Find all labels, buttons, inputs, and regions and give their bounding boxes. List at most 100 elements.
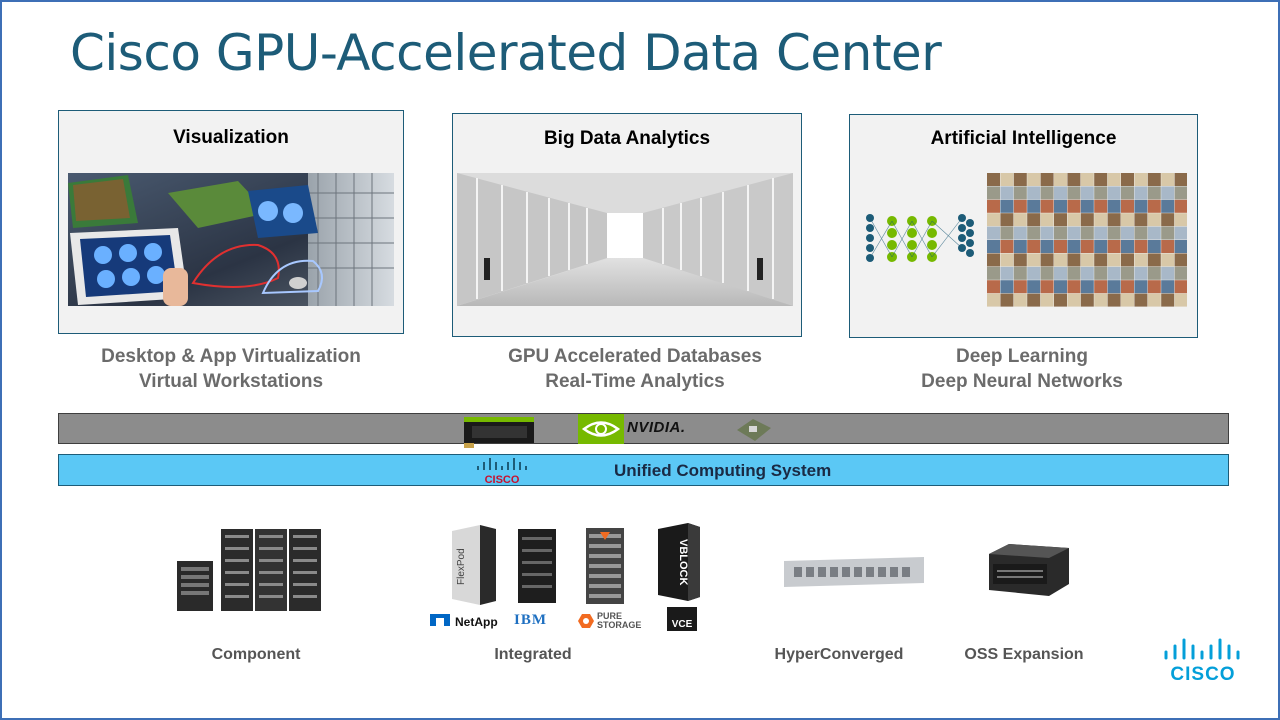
mosaic-tile xyxy=(1161,280,1175,294)
vendor-netapp: NetApp xyxy=(455,615,498,629)
hyperconverged-server-image xyxy=(784,557,924,587)
mosaic-tile xyxy=(1147,186,1161,200)
caption-visualization: Desktop & App Virtualization Virtual Wor… xyxy=(58,344,404,394)
slide-title: Cisco GPU-Accelerated Data Center xyxy=(70,24,942,82)
mosaic-tile xyxy=(1147,280,1161,294)
mosaic-tile xyxy=(1107,173,1121,186)
panel-title-big-data: Big Data Analytics xyxy=(543,128,711,149)
mosaic-tile xyxy=(1174,266,1187,280)
mosaic-tile xyxy=(1161,213,1175,227)
nvidia-eye-logo xyxy=(578,414,624,444)
vendor-vce: VCE xyxy=(667,607,697,631)
mosaic-tile xyxy=(1161,266,1175,280)
mosaic-tile xyxy=(1054,240,1067,253)
product-label-oss-expansion: OSS Expansion xyxy=(964,646,1084,663)
caption-big-data-line1: GPU Accelerated Databases xyxy=(508,346,762,367)
mosaic-tile xyxy=(1000,213,1014,227)
mosaic-tile xyxy=(1107,226,1121,240)
flexpod-rack-image: FlexPod xyxy=(452,525,496,605)
vblock-text: VBLOCK xyxy=(677,539,689,586)
mosaic-tile xyxy=(1013,240,1027,253)
mosaic-tile xyxy=(1121,199,1134,213)
mosaic-tile xyxy=(1080,266,1094,280)
vblock-rack-image: VBLOCK xyxy=(658,523,700,601)
mosaic-tile xyxy=(1147,253,1161,267)
mosaic-tile xyxy=(987,213,1000,227)
mosaic-tile xyxy=(1161,253,1175,267)
mosaic-tile xyxy=(1121,280,1134,294)
mosaic-tile xyxy=(1121,253,1134,267)
gpu-card-icon xyxy=(464,417,534,448)
mosaic-tile xyxy=(1174,186,1187,200)
mosaic-tile xyxy=(1094,253,1108,267)
mosaic-tile xyxy=(1013,266,1027,280)
mosaic-tile xyxy=(1147,293,1161,307)
mosaic-tile xyxy=(1080,253,1094,267)
mosaic-tile xyxy=(1094,293,1108,307)
mosaic-tile xyxy=(1067,199,1081,213)
mosaic-tile xyxy=(1080,213,1094,227)
mosaic-tile xyxy=(1107,240,1121,253)
mosaic-tile xyxy=(1134,226,1148,240)
mosaic-tile xyxy=(1040,266,1054,280)
mosaic-tile xyxy=(1054,213,1067,227)
mosaic-tile xyxy=(1107,266,1121,280)
caption-ai: Deep Learning Deep Neural Networks xyxy=(849,344,1195,394)
mosaic-tile xyxy=(1067,266,1081,280)
mosaic-tile xyxy=(1147,266,1161,280)
mosaic-tile xyxy=(1054,186,1067,200)
caption-ai-line2: Deep Neural Networks xyxy=(921,371,1123,392)
mosaic-tile xyxy=(1067,253,1081,267)
panel-title-visualization: Visualization xyxy=(173,127,289,148)
caption-visualization-line1: Desktop & App Virtualization xyxy=(101,346,361,367)
big-data-image xyxy=(457,173,793,306)
mosaic-tile xyxy=(1013,199,1027,213)
mosaic-tile xyxy=(1134,280,1148,294)
mosaic-tile xyxy=(1080,240,1094,253)
panel-artificial-intelligence: Artificial Intelligence xyxy=(849,114,1198,338)
mosaic-tile xyxy=(1067,226,1081,240)
mosaic-tile xyxy=(1161,293,1175,307)
mosaic-tile xyxy=(1121,293,1134,307)
ucs-label: Unified Computing System xyxy=(614,461,832,480)
caption-visualization-line2: Virtual Workstations xyxy=(138,371,324,392)
cisco-bar-logo-text: CISCO xyxy=(485,474,520,486)
mosaic-tile xyxy=(1054,293,1067,307)
mosaic-tile xyxy=(1040,173,1054,186)
mosaic-tile xyxy=(1013,173,1027,186)
mosaic-tile xyxy=(1040,280,1054,294)
caption-big-data-line2: Real-Time Analytics xyxy=(545,371,725,392)
mosaic-tile xyxy=(1040,213,1054,227)
mosaic-tile xyxy=(1121,186,1134,200)
panel-title-ai: Artificial Intelligence xyxy=(930,128,1117,149)
mosaic-tile xyxy=(1174,173,1187,186)
mosaic-tile xyxy=(1161,226,1175,240)
ai-image xyxy=(862,173,1187,307)
mosaic-tile xyxy=(1027,226,1041,240)
mosaic-tile xyxy=(1040,199,1054,213)
component-servers-image xyxy=(177,529,321,611)
mosaic-tile xyxy=(1040,253,1054,267)
mosaic-tile xyxy=(1067,240,1081,253)
mosaic-tile xyxy=(1134,293,1148,307)
mosaic-tile xyxy=(1107,213,1121,227)
mosaic-tile xyxy=(1054,266,1067,280)
mosaic-tile xyxy=(1161,173,1175,186)
mosaic-tile xyxy=(1000,226,1014,240)
mosaic-tile xyxy=(1121,240,1134,253)
mosaic-tile xyxy=(1000,240,1014,253)
mosaic-tile xyxy=(1027,186,1041,200)
mosaic-tile xyxy=(1040,240,1054,253)
mosaic-tile xyxy=(1134,186,1148,200)
mosaic-tile xyxy=(1027,240,1041,253)
mosaic-tile xyxy=(1107,186,1121,200)
mosaic-tile xyxy=(1107,199,1121,213)
mosaic-tile xyxy=(1013,293,1027,307)
mosaic-tile xyxy=(1094,186,1108,200)
caption-ai-line1: Deep Learning xyxy=(956,346,1088,367)
mosaic-tile xyxy=(987,199,1000,213)
mosaic-tile xyxy=(1174,280,1187,294)
mosaic-tile xyxy=(1000,186,1014,200)
panel-big-data-analytics: Big Data Analytics xyxy=(452,113,802,337)
